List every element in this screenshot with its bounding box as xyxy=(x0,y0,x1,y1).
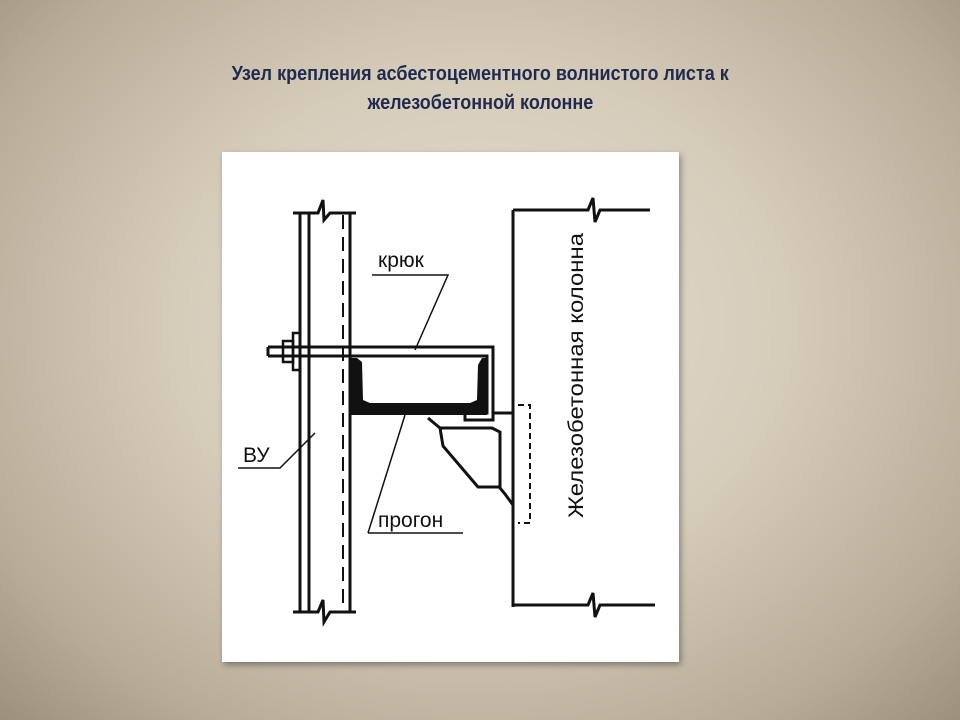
hook-label: крюк xyxy=(378,249,425,272)
title-line-2: железобетонной колонне xyxy=(367,92,593,114)
leader-lines xyxy=(238,274,463,534)
slide-title: Узел крепления асбестоцементного волнист… xyxy=(0,60,960,118)
title-line-1: Узел крепления асбестоцементного волнист… xyxy=(231,63,729,85)
column-label: Железобетонная колонна xyxy=(565,233,588,518)
wall-panel xyxy=(293,199,356,628)
purlin-label: прогон xyxy=(378,509,443,532)
purlin-channel xyxy=(350,358,487,415)
wall-label: ВУ xyxy=(243,444,270,467)
column xyxy=(427,197,655,618)
